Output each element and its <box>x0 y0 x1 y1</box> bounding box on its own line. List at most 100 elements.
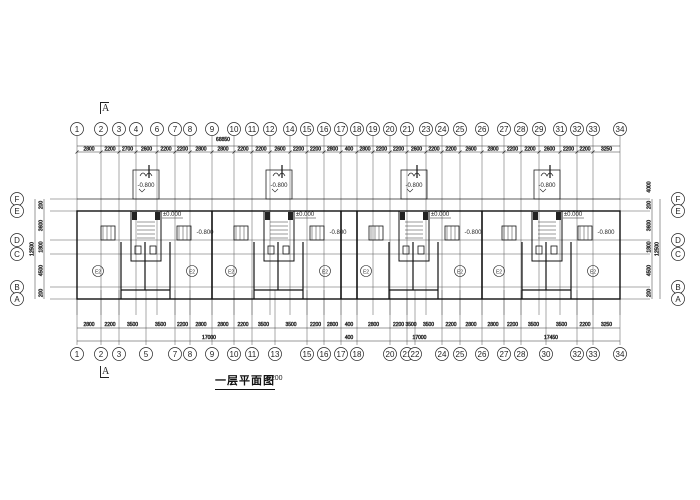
top-axis-bubble-label: 8 <box>188 125 193 134</box>
left-dimension-total: 12500 <box>30 242 36 256</box>
top-axis-bubble-label: 10 <box>230 125 239 134</box>
door-icon <box>139 172 153 177</box>
top-axis-bubble-label: 26 <box>478 125 487 134</box>
room-tag-label: E2 <box>496 270 502 276</box>
top-axis-bubble-label: 17 <box>337 125 346 134</box>
top-axis-bubble-label: 14 <box>286 125 295 134</box>
elevation-label: ±0.000 <box>163 212 182 218</box>
left-row-bubble-label: E <box>14 207 19 216</box>
top-axis-bubble-label: 7 <box>173 125 178 134</box>
top-axis-bubble <box>168 122 182 136</box>
bottom-axis-bubble-label: 1 <box>75 350 80 359</box>
elevation-label: ±0.000 <box>296 212 315 218</box>
top-dimension: 2200 <box>376 147 387 153</box>
right-row-bubble <box>671 292 685 306</box>
left-row-bubble-label: F <box>15 195 20 204</box>
top-dimension: 2600 <box>141 147 152 153</box>
bottom-dimension: 2800 <box>465 322 476 328</box>
bottom-axis-bubble-label: 10 <box>230 350 239 359</box>
top-axis-bubble-label: 4 <box>134 125 139 134</box>
top-axis-bubble-label: 25 <box>456 125 465 134</box>
bottom-axis-bubble <box>334 347 348 361</box>
bottom-axis-bubble <box>475 347 489 361</box>
top-axis-bubble-label: 28 <box>517 125 526 134</box>
left-dimension: 200 <box>39 201 45 210</box>
bottom-axis-bubble <box>613 347 627 361</box>
bottom-axis-bubble <box>205 347 219 361</box>
bottom-axis-bubble-label: 28 <box>517 350 526 359</box>
top-axis-bubble-label: 19 <box>369 125 378 134</box>
bottom-axis-bubble <box>268 347 282 361</box>
elevation-label: -0.800 <box>405 183 423 189</box>
elevation-label: -0.800 <box>196 230 214 236</box>
room-tag <box>319 265 331 277</box>
top-axis-bubble <box>613 122 627 136</box>
top-dimension: 2200 <box>524 147 535 153</box>
bottom-axis-bubble-label: 11 <box>248 350 257 359</box>
top-axis-bubble <box>317 122 331 136</box>
top-axis-bubble <box>419 122 433 136</box>
walls <box>76 198 621 300</box>
column <box>288 212 293 220</box>
top-axis-bubble-label: 31 <box>556 125 565 134</box>
bottom-dimension: 3250 <box>601 322 612 328</box>
top-dimension: 2200 <box>293 147 304 153</box>
left-dimension: 1800 <box>39 241 45 252</box>
top-axis-bubble <box>532 122 546 136</box>
bottom-axis-bubble-label: 8 <box>188 350 193 359</box>
left-row-bubble-label: C <box>14 250 20 259</box>
left-dimension: 4500 <box>39 265 45 276</box>
top-axis-bubble-label: 21 <box>403 125 412 134</box>
room-tag <box>493 265 505 277</box>
room-tag-label: E2 <box>590 270 596 276</box>
left-row-bubble <box>10 233 24 247</box>
top-axis-bubble <box>70 122 84 136</box>
top-axis-bubble <box>334 122 348 136</box>
column <box>400 212 405 220</box>
bottom-axis-bubble <box>168 347 182 361</box>
top-axis-bubble-label: 34 <box>616 125 625 134</box>
elevation-label: ±0.000 <box>564 212 583 218</box>
bottom-axis-bubble <box>245 347 259 361</box>
bottom-dimension: 2800 <box>217 322 228 328</box>
bottom-axis-bubble <box>435 347 449 361</box>
top-dimension: 2800 <box>487 147 498 153</box>
section-mark-bottom: A <box>100 366 110 378</box>
top-dimension: 2200 <box>579 147 590 153</box>
right-dimension: 4000 <box>647 181 653 192</box>
right-row-bubble-label: B <box>675 283 680 292</box>
door-icon <box>272 172 286 177</box>
bottom-axis-bubble-label: 32 <box>573 350 582 359</box>
bottom-axis-bubble-label: 34 <box>616 350 625 359</box>
top-dimension: 2200 <box>563 147 574 153</box>
bottom-axis-bubble-label: 3 <box>117 350 122 359</box>
top-dimension: 2200 <box>255 147 266 153</box>
top-axis-bubble-label: 3 <box>117 125 122 134</box>
top-axis-bubble <box>227 122 241 136</box>
bottom-axis-bubble-label: 15 <box>303 350 312 359</box>
bottom-axis-bubble-label: 16 <box>320 350 329 359</box>
bottom-dimension: 3500 <box>285 322 296 328</box>
bottom-dimension: 2200 <box>237 322 248 328</box>
bottom-dimension: 3500 <box>556 322 567 328</box>
top-axis-bubble-label: 16 <box>320 125 329 134</box>
section-mark-top: A <box>100 102 110 114</box>
left-row-bubble-label: D <box>14 236 20 245</box>
top-axis-bubble-label: 24 <box>438 125 447 134</box>
bottom-dimension: 2200 <box>445 322 456 328</box>
bottom-axis-bubble <box>227 347 241 361</box>
room-tag <box>186 265 198 277</box>
top-axis-bubble-label: 32 <box>573 125 582 134</box>
bottom-dimension: 2800 <box>195 322 206 328</box>
bottom-dimension: 2800 <box>83 322 94 328</box>
top-axis-bubble <box>586 122 600 136</box>
bottom-dimension: 3500 <box>127 322 138 328</box>
right-dimension: 4500 <box>647 265 653 276</box>
overall-length: 68850 <box>216 137 230 143</box>
elevation-label: -0.800 <box>597 230 615 236</box>
room-tag <box>360 265 372 277</box>
top-dimension: 2800 <box>359 147 370 153</box>
